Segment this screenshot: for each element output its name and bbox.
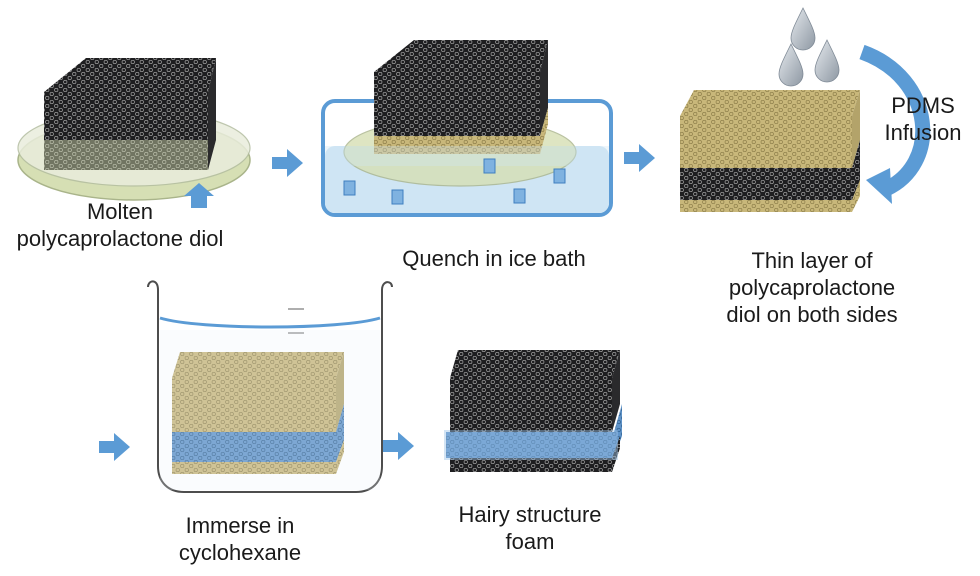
step2-ice-bath: [321, 40, 613, 217]
step4-immersed-foam: [160, 330, 380, 490]
step4-label-line1: Immerse in: [185, 513, 295, 538]
step2-label-line1: Quench in ice bath: [402, 246, 586, 271]
step3-label-line3: diol on both sides: [726, 302, 898, 327]
step1-label: Molten polycaprolactone diol: [2, 198, 238, 252]
ice-cube-icon: [343, 158, 566, 205]
water-drop-icon: [778, 7, 840, 87]
step1-label-line2: polycaprolactone diol: [16, 226, 224, 251]
infusion-label-line2: Infusion: [884, 120, 962, 145]
step2-label: Quench in ice bath: [376, 245, 612, 272]
step3-label: Thin layer of polycaprolactone diol on b…: [694, 247, 930, 328]
process-arrow-icon: [99, 144, 655, 461]
step5-label-line1: Hairy structure: [458, 502, 602, 527]
infusion-label: PDMS Infusion: [872, 92, 974, 146]
infusion-label-line1: PDMS: [891, 93, 955, 118]
step4-label-line2: cyclohexane: [178, 540, 302, 565]
step4-label: Immerse in cyclohexane: [142, 512, 338, 566]
step3-layered-foam: [680, 90, 860, 212]
step5-label: Hairy structure foam: [432, 501, 628, 555]
up-arrow-icon: [184, 183, 214, 208]
step5-hairy-foam: [444, 350, 622, 472]
beaker-icon: [147, 280, 393, 493]
step3-label-line1: Thin layer of: [751, 248, 873, 273]
step3-label-line2: polycaprolactone: [728, 275, 896, 300]
step5-label-line2: foam: [505, 529, 555, 554]
step1-dish-foam: [17, 58, 251, 201]
curved-arrow-icon: [859, 44, 931, 204]
step1-label-line1: Molten: [86, 199, 154, 224]
